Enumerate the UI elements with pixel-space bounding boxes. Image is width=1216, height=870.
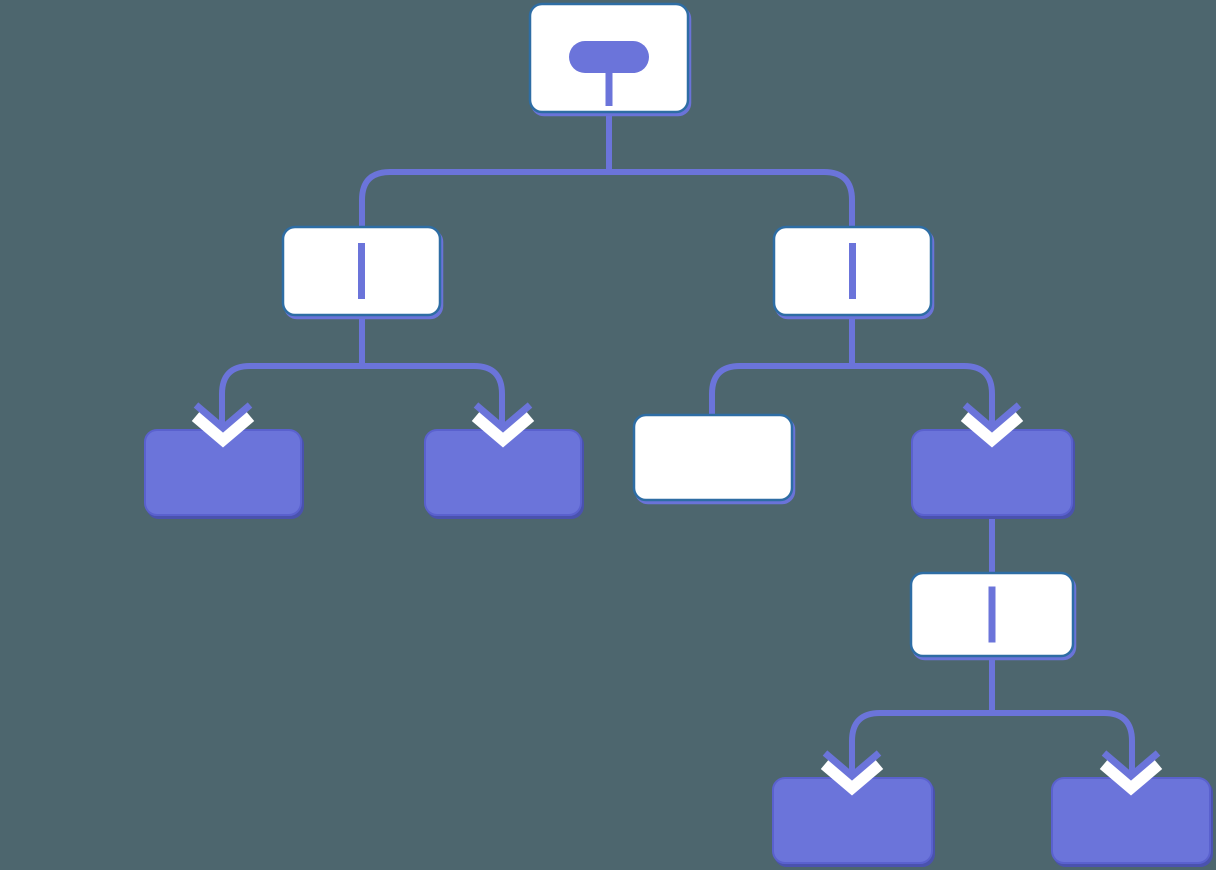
connector-edge-right-branch — [709, 363, 995, 424]
chevron-arrow-outline — [960, 411, 1024, 448]
pill-icon — [569, 41, 649, 73]
chevron-arrow-head — [822, 750, 882, 781]
tree-node-branch-left[interactable] — [281, 225, 442, 317]
vertical-bar-icon — [988, 586, 996, 643]
pill-stem-icon — [605, 73, 613, 106]
node-body-leaf-3[interactable] — [632, 413, 794, 502]
chevron-arrow-head — [473, 402, 533, 433]
tree-node-leaf-3[interactable] — [632, 413, 794, 502]
chevron-arrow-outline — [1099, 759, 1163, 796]
connector-edge-bottom-branch — [849, 710, 1135, 772]
chevron-arrow-icon — [960, 402, 1024, 448]
chevron-arrow-icon — [1099, 750, 1163, 796]
tree-node-branch-right[interactable] — [772, 225, 933, 317]
chevron-arrow-outline — [191, 411, 255, 448]
chevron-arrow-icon — [471, 402, 535, 448]
connector-edge-root-branch — [359, 169, 855, 227]
chevron-arrow-head — [962, 402, 1022, 433]
connector-edge-left-branch — [219, 363, 505, 424]
chevron-arrow-icon — [820, 750, 884, 796]
chevron-arrow-head — [193, 402, 253, 433]
chevron-arrow-outline — [471, 411, 535, 448]
chevron-arrow-head — [1101, 750, 1161, 781]
vertical-bar-icon — [849, 243, 856, 299]
tree-node-branch-bottom[interactable] — [909, 571, 1075, 658]
vertical-bar-icon — [358, 243, 365, 299]
chevron-arrow-icon — [191, 402, 255, 448]
tree-node-root[interactable] — [528, 2, 690, 114]
chevron-arrow-outline — [820, 759, 884, 796]
